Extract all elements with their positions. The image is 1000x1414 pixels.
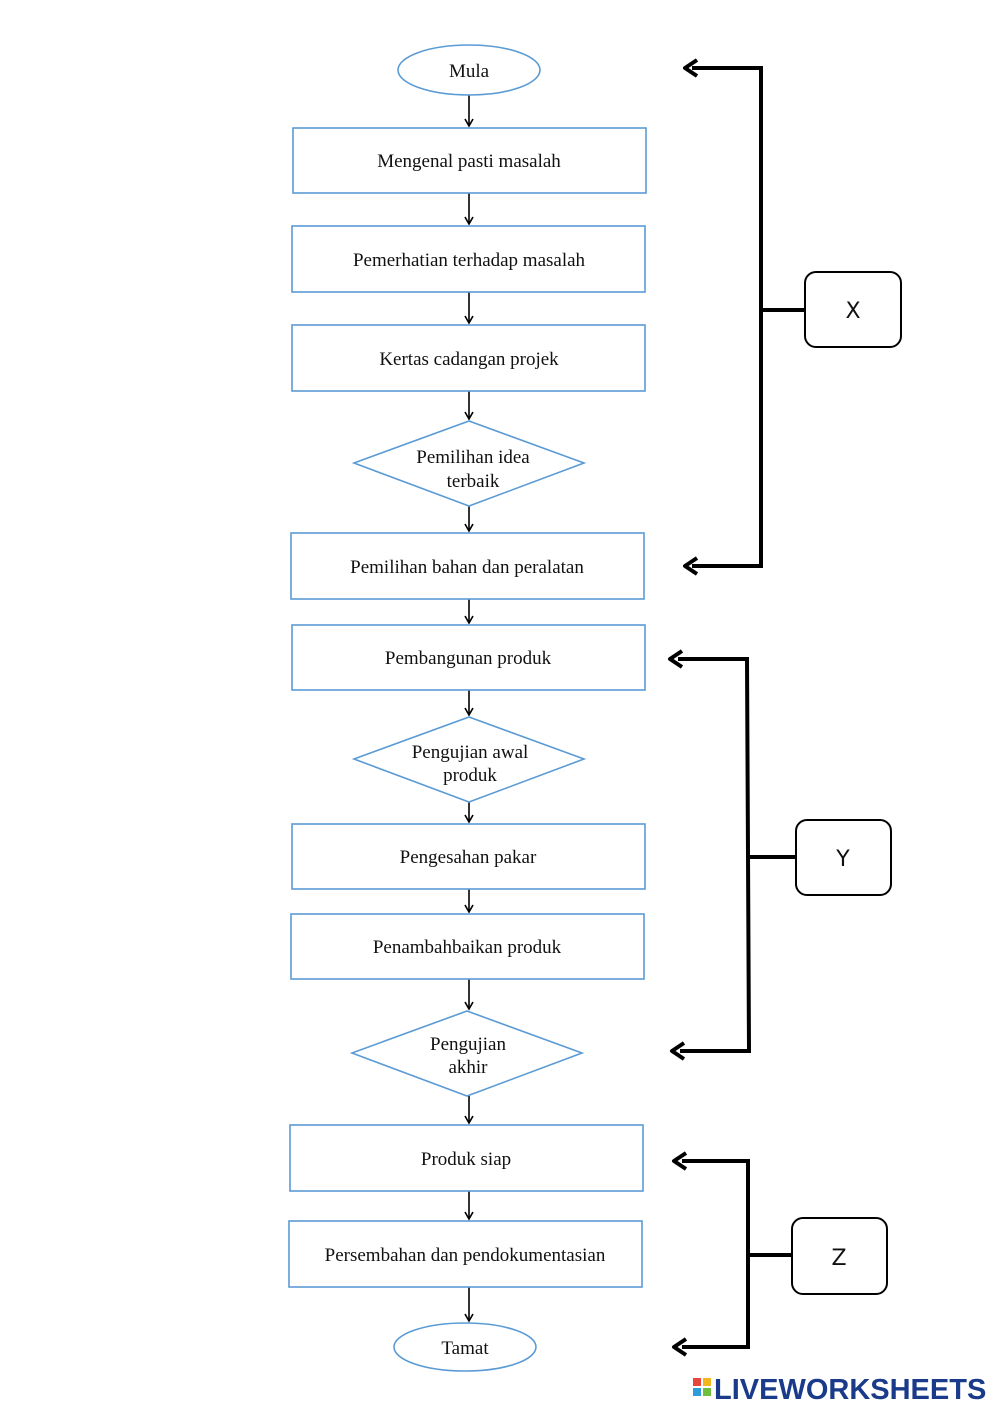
process-step-2: Pemerhatian terhadap masalah — [291, 225, 646, 293]
step-label: Pembangunan produk — [385, 648, 552, 669]
bracket-x — [683, 58, 805, 576]
decision-label-line2: terbaik — [447, 471, 500, 492]
start-terminator: Mula — [397, 44, 541, 96]
start-label: Mula — [449, 61, 490, 82]
group-label-x: X — [845, 299, 860, 324]
process-step-7: Penambahbaikan produk — [290, 913, 645, 980]
liveworksheets-logo: LIVEWORKSHEETS — [693, 1374, 986, 1406]
step-label: Pemilihan bahan dan peralatan — [350, 557, 584, 578]
decision-1: Pemilihan idea terbaik — [351, 420, 587, 507]
step-label: Penambahbaikan produk — [373, 937, 562, 958]
process-step-9: Persembahan dan pendokumentasian — [288, 1220, 643, 1288]
brand-name: LIVEWORKSHEETS — [714, 1374, 986, 1406]
group-label-z: Z — [831, 1246, 846, 1271]
group-label-box-y: Y — [795, 819, 892, 896]
step-label: Pengesahan pakar — [400, 847, 537, 868]
decision-label-line1: Pemilihan idea — [416, 447, 530, 468]
end-label: Tamat — [441, 1338, 489, 1359]
process-step-8: Produk siap — [289, 1124, 644, 1192]
group-label-box-z: Z — [791, 1217, 888, 1295]
process-step-5: Pembangunan produk — [291, 624, 646, 691]
group-label-box-x: X — [804, 271, 902, 348]
bracket-z — [672, 1151, 792, 1357]
process-step-3: Kertas cadangan projek — [291, 324, 646, 392]
decision-label-line2: akhir — [448, 1057, 488, 1078]
step-label: Pemerhatian terhadap masalah — [353, 250, 586, 271]
bracket-y — [668, 649, 796, 1061]
decision-2: Pengujian awal produk — [351, 716, 587, 803]
process-step-6: Pengesahan pakar — [291, 823, 646, 890]
group-label-y: Y — [835, 847, 850, 872]
end-terminator: Tamat — [393, 1322, 537, 1372]
process-step-1: Mengenal pasti masalah — [292, 127, 647, 194]
decision-label-line2: produk — [443, 765, 497, 786]
step-label: Persembahan dan pendokumentasian — [325, 1245, 606, 1266]
logo-blocks-icon — [693, 1378, 711, 1396]
step-label: Mengenal pasti masalah — [377, 151, 561, 172]
process-step-4: Pemilihan bahan dan peralatan — [290, 532, 645, 600]
decision-label-line1: Pengujian awal — [412, 742, 529, 763]
decision-3: Pengujian akhir — [349, 1010, 585, 1097]
step-label: Kertas cadangan projek — [379, 349, 559, 370]
step-label: Produk siap — [421, 1149, 511, 1170]
decision-label-line1: Pengujian — [430, 1034, 506, 1055]
